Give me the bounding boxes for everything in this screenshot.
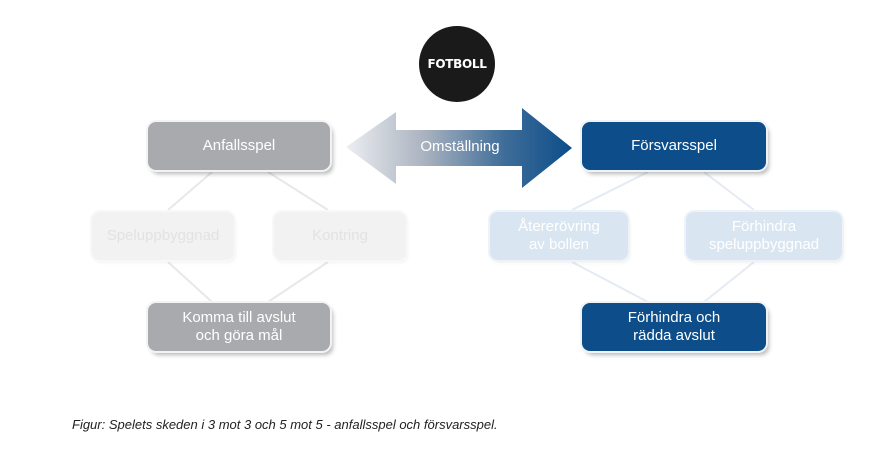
badge-label: FOTBOLL xyxy=(427,57,487,71)
phases-diagram: FOTBOLL Omställning Anfallsspel Speluppb… xyxy=(92,26,842,351)
figure-caption: Figur: Spelets skeden i 3 mot 3 och 5 mo… xyxy=(72,417,498,432)
connector-line xyxy=(167,261,213,303)
defense-goal-box: Förhindra och rädda avslut xyxy=(582,303,766,351)
connector-line xyxy=(571,171,649,211)
connector-line xyxy=(703,261,755,303)
attack-phase-speluppbyggnad: Speluppbyggnad xyxy=(92,212,234,260)
connector-line xyxy=(571,261,649,303)
connector-line xyxy=(703,171,755,211)
defense-title-box: Försvarsspel xyxy=(582,122,766,170)
transition-label: Omställning xyxy=(420,138,500,155)
connector-line xyxy=(267,261,329,303)
connector-line xyxy=(267,171,329,211)
transition-double-arrow xyxy=(346,108,572,188)
attack-title-box: Anfallsspel xyxy=(148,122,330,170)
connector-line xyxy=(167,171,213,211)
defense-phase-forhindra-speluppbyggnad: Förhindra speluppbyggnad xyxy=(686,212,842,260)
defense-phase-atererovring: Återerövring av bollen xyxy=(490,212,628,260)
fotboll-badge: FOTBOLL xyxy=(419,26,495,102)
attack-goal-box: Komma till avslut och göra mål xyxy=(148,303,330,351)
diagram-connectors xyxy=(167,108,755,303)
attack-phase-kontring: Kontring xyxy=(274,212,406,260)
